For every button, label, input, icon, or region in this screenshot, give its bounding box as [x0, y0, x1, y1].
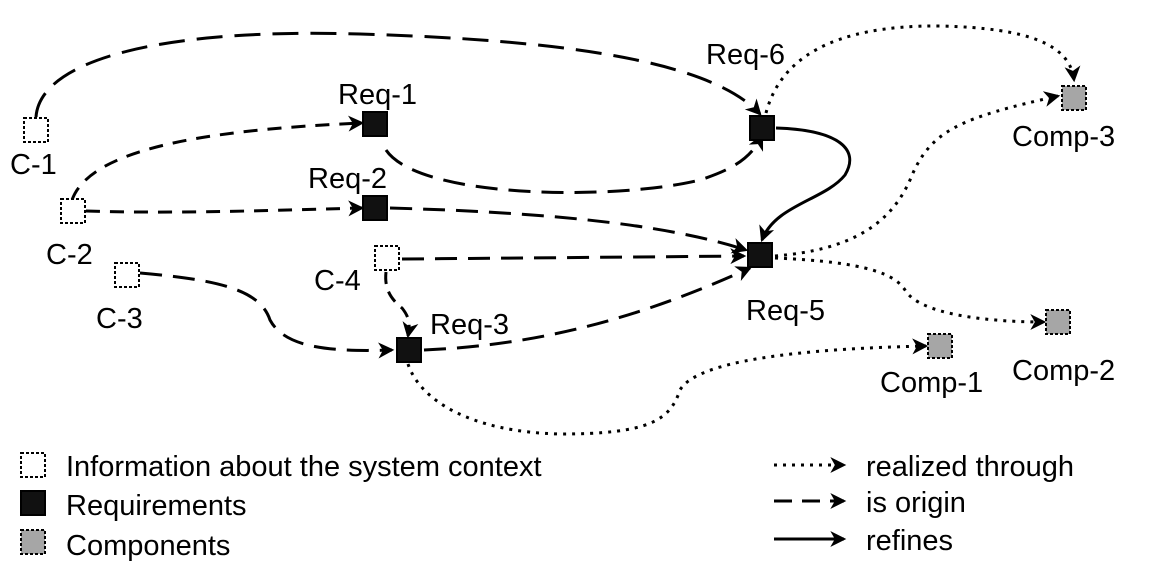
edge-req3-comp1: [406, 338, 929, 436]
label-c4: C-4: [314, 265, 361, 297]
node-c1: [23, 117, 49, 143]
edge-req6-comp3: [764, 24, 1081, 114]
node-req5: [747, 242, 773, 268]
legend-realized-label: realized through: [866, 451, 1074, 483]
edge-c4-req5: [401, 248, 747, 265]
node-c4: [374, 245, 400, 271]
legend-origin-label: is origin: [866, 487, 966, 519]
node-c2: [60, 198, 86, 224]
legend-component-label: Components: [66, 530, 230, 562]
node-req1: [362, 111, 388, 137]
edge-req1-req6: [384, 133, 764, 194]
edge-c2-req1: [70, 115, 365, 201]
node-req2: [362, 195, 388, 221]
edge-req5-comp3: [774, 91, 1061, 258]
node-c3: [114, 262, 140, 288]
node-comp2: [1045, 309, 1071, 335]
node-req3: [396, 337, 422, 363]
edge-c2-req2: [85, 200, 365, 217]
node-comp1: [927, 333, 953, 359]
legend-refines-label: refines: [866, 525, 953, 557]
legend: Information about the system context Req…: [20, 451, 1074, 562]
label-req6: Req-6: [706, 39, 785, 71]
label-req5: Req-5: [746, 295, 825, 327]
edge-c1-req6: [34, 31, 762, 118]
node-comp3: [1061, 85, 1087, 111]
legend-requirement-label: Requirements: [66, 490, 247, 522]
edge-req5-comp2: [774, 256, 1047, 330]
edge-req2-req5: [389, 206, 749, 254]
legend-requirement-swatch: [20, 490, 46, 516]
edge-c3-req3: [139, 271, 395, 359]
edge-req3-req5: [423, 266, 753, 352]
edge-req6-req5: [759, 126, 852, 243]
label-req3: Req-3: [430, 309, 509, 341]
label-c1: C-1: [10, 149, 57, 181]
legend-context-label: Information about the system context: [66, 451, 542, 483]
label-comp3: Comp-3: [1012, 121, 1115, 153]
label-c2: C-2: [46, 239, 93, 271]
legend-component-swatch: [20, 529, 46, 555]
label-req2: Req-2: [308, 163, 387, 195]
label-req1: Req-1: [338, 79, 417, 111]
label-comp1: Comp-1: [880, 367, 983, 399]
label-comp2: Comp-2: [1012, 355, 1115, 387]
legend-context-swatch: [20, 452, 46, 478]
node-req6: [749, 115, 775, 141]
edge-c4-req3: [384, 271, 419, 339]
label-c3: C-3: [96, 303, 143, 335]
